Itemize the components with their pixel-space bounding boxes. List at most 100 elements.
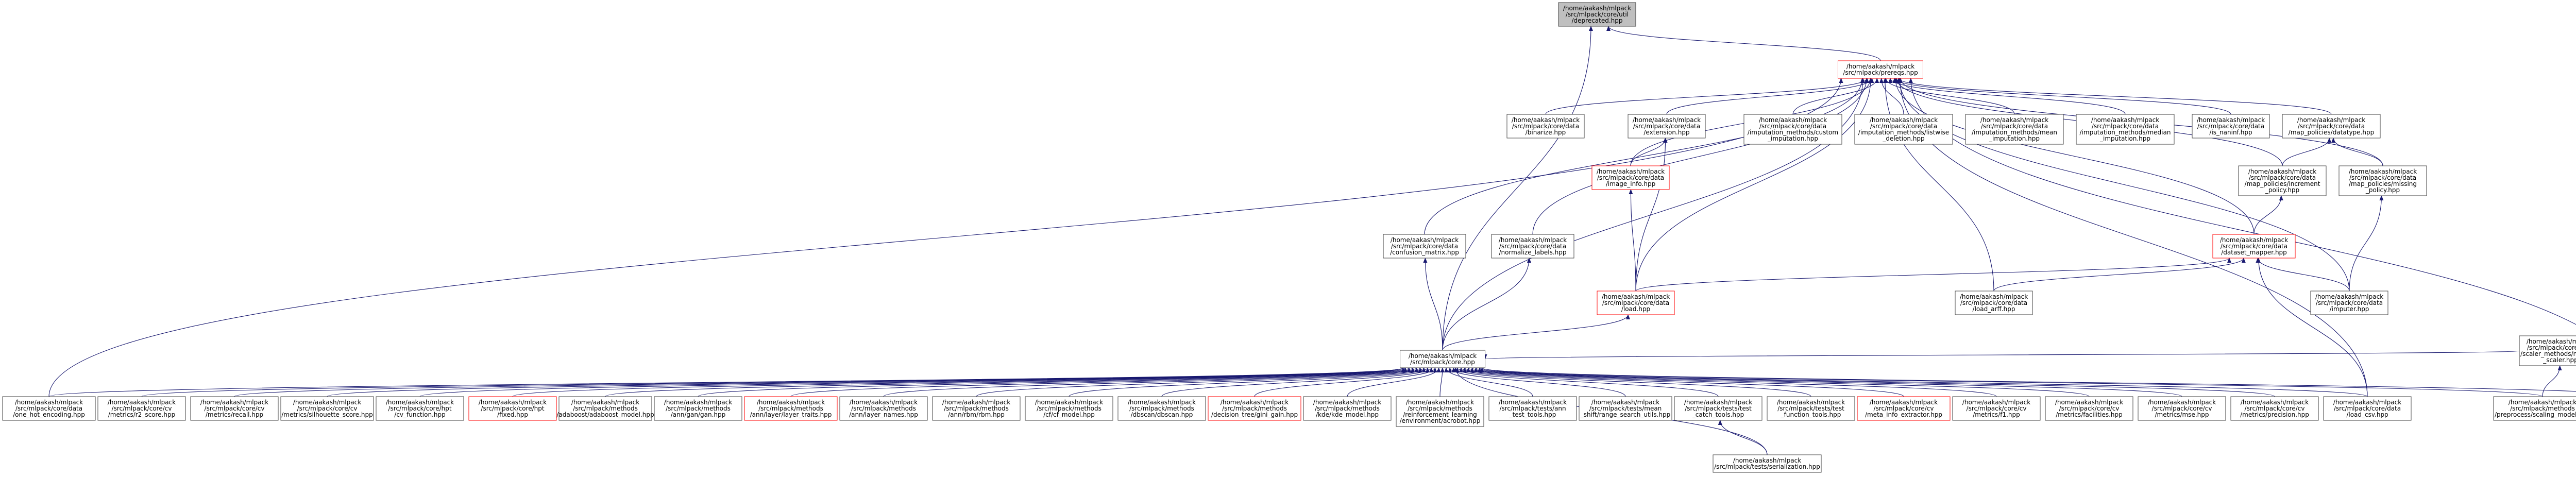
node-label-line: /is_naninf.hpp	[2209, 129, 2252, 136]
node-label-line: /imputation_methods/custom	[1748, 129, 1838, 136]
node-box	[1491, 234, 1574, 259]
node-box	[1597, 291, 1675, 315]
node-label-line: /home/aakash/mlpack	[571, 399, 639, 406]
node-label-line: /src/mlpack/core/data	[2197, 123, 2264, 130]
node-box	[2076, 114, 2175, 145]
graph-node-median_imputation[interactable]: /home/aakash/mlpack/src/mlpack/core/data…	[2076, 114, 2175, 145]
graph-node-recall[interactable]: /home/aakash/mlpack/src/mlpack/core/cv/m…	[190, 396, 279, 421]
graph-node-serialization[interactable]: /home/aakash/mlpack/src/mlpack/tests/ser…	[1713, 454, 1822, 473]
graph-node-mse[interactable]: /home/aakash/mlpack/src/mlpack/core/cv/m…	[2138, 396, 2226, 421]
edge-preprocess_scaling-to-max_abs_scaler	[2542, 365, 2562, 397]
graph-node-listwise_deletion[interactable]: /home/aakash/mlpack/src/mlpack/core/data…	[1854, 114, 1953, 145]
graph-node-missing_policy[interactable]: /home/aakash/mlpack/src/mlpack/core/data…	[2338, 165, 2427, 196]
graph-node-rbm[interactable]: /home/aakash/mlpack/src/mlpack/methods/a…	[932, 396, 1021, 421]
graph-node-meta_info_extractor[interactable]: /home/aakash/mlpack/src/mlpack/core/cv/m…	[1857, 396, 1951, 421]
graph-node-mean_shift_utils[interactable]: /home/aakash/mlpack/src/mlpack/tests/mea…	[1579, 396, 1672, 421]
graph-node-f1[interactable]: /home/aakash/mlpack/src/mlpack/core/cv/m…	[1952, 396, 2041, 421]
graph-node-confusion_matrix[interactable]: /home/aakash/mlpack/src/mlpack/core/data…	[1383, 234, 1466, 259]
graph-node-silhouette_score[interactable]: /home/aakash/mlpack/src/mlpack/core/cv/m…	[280, 396, 374, 421]
graph-node-precision[interactable]: /home/aakash/mlpack/src/mlpack/core/cv/m…	[2230, 396, 2319, 421]
node-box	[839, 396, 928, 421]
node-label-line: /home/aakash/mlpack	[850, 399, 918, 406]
node-label-line: /src/mlpack/core/data	[1759, 123, 1826, 130]
node-box	[2310, 291, 2388, 315]
graph-node-increment_policy[interactable]: /home/aakash/mlpack/src/mlpack/core/data…	[2238, 165, 2327, 196]
graph-node-prereqs[interactable]: /home/aakash/mlpack/src/mlpack/prereqs.h…	[1838, 60, 1923, 79]
node-label-line: /home/aakash/mlpack	[1980, 116, 2048, 124]
node-label-line: /src/mlpack/core/cv	[2152, 405, 2212, 412]
graph-node-deprecated[interactable]: /home/aakash/mlpack/src/mlpack/core/util…	[1558, 2, 1636, 27]
graph-node-gain[interactable]: /home/aakash/mlpack/src/mlpack/methods/d…	[1208, 396, 1301, 421]
node-label-line: /src/mlpack/methods	[1408, 405, 1472, 412]
node-label-line: /imputer.hpp	[2330, 305, 2369, 313]
graph-node-cv_function[interactable]: /home/aakash/mlpack/src/mlpack/core/hpt/…	[376, 396, 464, 421]
graph-node-binarize[interactable]: /home/aakash/mlpack/src/mlpack/core/data…	[1506, 114, 1585, 139]
edge-load_csv-to-dataset_mapper	[2256, 258, 2368, 397]
graph-node-image_info[interactable]: /home/aakash/mlpack/src/mlpack/core/data…	[1591, 165, 1670, 190]
graph-node-max_abs_scaler[interactable]: /home/aakash/mlpack/src/mlpack/core/data…	[2519, 335, 2576, 366]
graph-node-adaboost_model[interactable]: /home/aakash/mlpack/src/mlpack/methods/a…	[556, 396, 654, 421]
node-label-line: /image_info.hpp	[1606, 180, 1655, 187]
graph-node-kde_model[interactable]: /home/aakash/mlpack/src/mlpack/methods/k…	[1303, 396, 1392, 421]
graph-node-load_csv[interactable]: /home/aakash/mlpack/src/mlpack/core/data…	[2323, 396, 2412, 421]
graph-node-fixed[interactable]: /home/aakash/mlpack/src/mlpack/core/hpt/…	[468, 396, 557, 421]
node-box	[2192, 114, 2270, 139]
graph-node-layer_names[interactable]: /home/aakash/mlpack/src/mlpack/methods/a…	[839, 396, 928, 421]
edge-load-to-dataset_mapper	[1635, 258, 2231, 292]
graph-node-layer_traits[interactable]: /home/aakash/mlpack/src/mlpack/methods/a…	[744, 396, 838, 421]
node-label-line: _scaler.hpp	[2543, 356, 2576, 364]
node-box	[1579, 396, 1672, 421]
graph-node-gan[interactable]: /home/aakash/mlpack/src/mlpack/methods/a…	[654, 396, 742, 421]
edge-f1-to-core	[1463, 367, 1997, 397]
edge-dbscan-to-core	[1161, 367, 1434, 397]
edge-test_catch_tools-to-core	[1451, 367, 1719, 397]
graph-node-load[interactable]: /home/aakash/mlpack/src/mlpack/core/data…	[1597, 291, 1675, 315]
graph-node-facilities[interactable]: /home/aakash/mlpack/src/mlpack/core/cv/m…	[2045, 396, 2133, 421]
node-label-line: /home/aakash/mlpack	[1563, 5, 1631, 12]
graph-node-one_hot_encoding[interactable]: /home/aakash/mlpack/src/mlpack/core/data…	[2, 396, 96, 421]
node-label-line: /home/aakash/mlpack	[2509, 399, 2576, 406]
graph-node-datatype[interactable]: /home/aakash/mlpack/src/mlpack/core/data…	[2282, 114, 2381, 139]
node-box	[280, 396, 374, 421]
node-label-line: /home/aakash/mlpack	[1759, 116, 1827, 124]
graph-node-imputer[interactable]: /home/aakash/mlpack/src/mlpack/core/data…	[2310, 291, 2388, 315]
edge-core-to-normalize_labels	[1442, 258, 1531, 351]
node-label-line: _policy.hpp	[2265, 186, 2299, 194]
graph-node-extension[interactable]: /home/aakash/mlpack/src/mlpack/core/data…	[1628, 114, 1706, 139]
graph-node-preprocess_scaling[interactable]: /home/aakash/mlpack/src/mlpack/methods/p…	[2493, 396, 2576, 421]
node-label-line: /home/aakash/mlpack	[479, 399, 547, 406]
edge-fixed-to-core	[512, 367, 1408, 397]
node-box	[1591, 165, 1670, 190]
edge-meta_info_extractor-to-core	[1459, 367, 1904, 397]
graph-node-test_catch_tools[interactable]: /home/aakash/mlpack/src/mlpack/tests/tes…	[1674, 396, 1762, 421]
graph-node-dataset_mapper[interactable]: /home/aakash/mlpack/src/mlpack/core/data…	[2212, 234, 2296, 259]
node-box	[1854, 114, 1953, 145]
graph-node-is_naninf[interactable]: /home/aakash/mlpack/src/mlpack/core/data…	[2192, 114, 2270, 139]
graph-node-test_function_tools[interactable]: /home/aakash/mlpack/src/mlpack/tests/tes…	[1767, 396, 1855, 421]
node-label-line: /home/aakash/mlpack	[1313, 399, 1381, 406]
graph-node-rl_env[interactable]: /home/aakash/mlpack/src/mlpack/methods/r…	[1396, 396, 1484, 427]
node-label-line: _test_tools.hpp	[1509, 411, 1556, 418]
node-label-line: _imputation.hpp	[1767, 135, 1818, 142]
node-label-line: /src/mlpack/core/data	[2092, 123, 2159, 130]
edge-accuracy-to-core	[1480, 367, 2576, 392]
graph-node-core[interactable]: /home/aakash/mlpack/src/mlpack/core.hpp	[1400, 350, 1485, 368]
node-label-line: /home/aakash/mlpack	[2248, 168, 2316, 175]
node-label-line: /src/mlpack/prereqs.hpp	[1843, 69, 1918, 76]
edge-datatype-to-prereqs	[1896, 78, 2332, 115]
edge-precision-to-core	[1474, 367, 2275, 397]
node-label-line: /src/mlpack/tests/ann	[1499, 405, 1566, 412]
graph-node-dbscan[interactable]: /home/aakash/mlpack/src/mlpack/methods/d…	[1117, 396, 1206, 421]
node-label-line: /home/aakash/mlpack	[1391, 236, 1459, 244]
graph-node-load_arff[interactable]: /home/aakash/mlpack/src/mlpack/core/data…	[1955, 291, 2033, 315]
node-box	[1743, 114, 1842, 145]
graph-node-normalize_labels[interactable]: /home/aakash/mlpack/src/mlpack/core/data…	[1491, 234, 1574, 259]
graph-node-ann_test_tools[interactable]: /home/aakash/mlpack/src/mlpack/tests/ann…	[1488, 396, 1577, 421]
graph-node-cf_model[interactable]: /home/aakash/mlpack/src/mlpack/methods/c…	[1025, 396, 1113, 421]
edge-normalize_labels-to-prereqs	[1532, 78, 1869, 235]
graph-node-custom_imputation[interactable]: /home/aakash/mlpack/src/mlpack/core/data…	[1743, 114, 1842, 145]
node-label-line: /src/mlpack/methods	[1315, 405, 1380, 412]
graph-node-mean_imputation[interactable]: /home/aakash/mlpack/src/mlpack/core/data…	[1965, 114, 2064, 145]
graph-node-r2_score[interactable]: /home/aakash/mlpack/src/mlpack/core/cv/m…	[97, 396, 186, 421]
